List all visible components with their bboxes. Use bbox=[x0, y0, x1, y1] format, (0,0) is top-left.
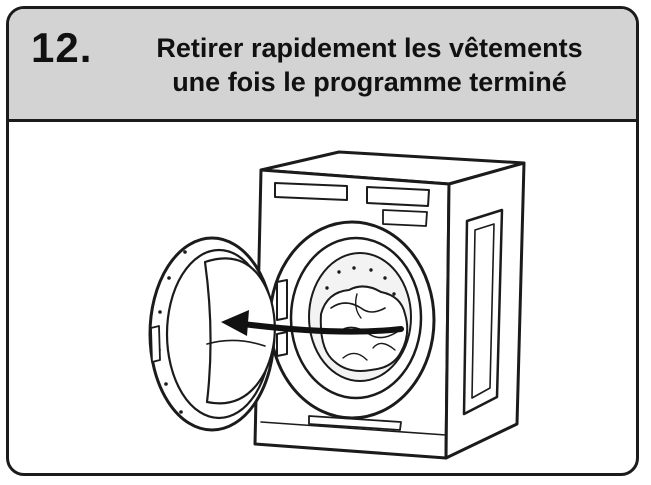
step-number: 12. bbox=[31, 24, 93, 71]
washer-unload-illustration bbox=[148, 150, 526, 460]
instruction-header: 12. Retirer rapidement les vêtements une… bbox=[9, 9, 636, 122]
left-arrow-icon bbox=[221, 310, 404, 336]
instruction-card: 12. Retirer rapidement les vêtements une… bbox=[6, 6, 639, 476]
step-title: Retirer rapidement les vêtements une foi… bbox=[117, 31, 622, 99]
step-title-line-2: une fois le programme terminé bbox=[172, 67, 567, 97]
step-title-line-1: Retirer rapidement les vêtements bbox=[156, 33, 583, 63]
